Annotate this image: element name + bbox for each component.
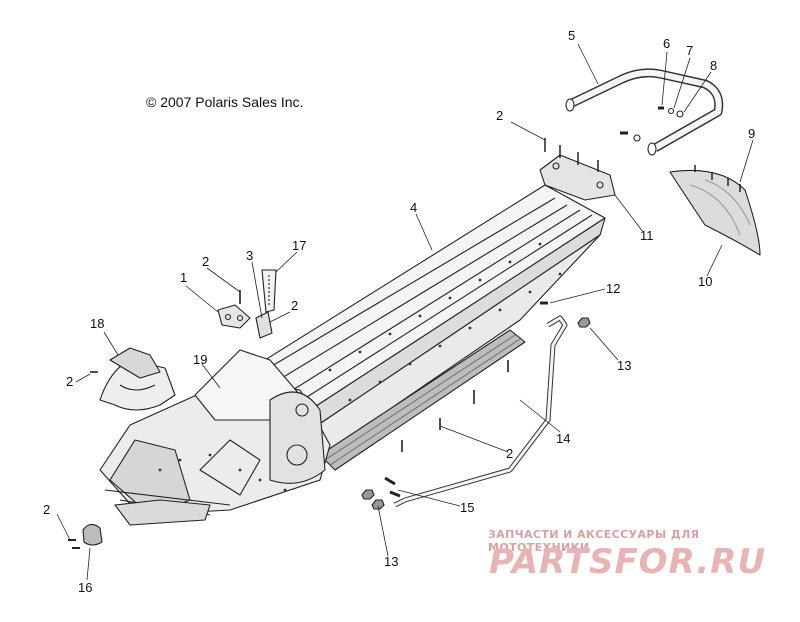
callout-17: 17 [292,238,306,253]
callout-19: 19 [193,352,207,367]
callout-1: 1 [180,270,187,285]
callout-2-d: 2 [496,108,503,123]
part-18-cover [99,347,176,411]
callout-3: 3 [246,248,253,263]
callout-15: 15 [460,500,474,515]
callout-8: 8 [710,58,717,73]
bulkhead-part [99,349,331,516]
callout-5: 5 [568,28,575,43]
callout-14: 14 [556,431,570,446]
callout-9: 9 [748,126,755,141]
callout-16: 16 [78,580,92,595]
callout-10: 10 [698,274,712,289]
callout-2-f: 2 [43,502,50,517]
callout-13-b: 13 [384,554,398,569]
front-bracket-part [114,499,211,526]
callout-2-a: 2 [202,254,209,269]
part-14-step-bar [393,315,568,508]
tunnel-part [224,184,606,471]
callout-18: 18 [90,316,104,331]
callout-2-c: 2 [66,374,73,389]
part-6-7-8-hardware [620,106,684,142]
callout-12: 12 [606,281,620,296]
watermark-logo: PARTSFOR.RU [489,542,767,582]
callout-7: 7 [686,43,693,58]
part-13-nuts [361,317,591,510]
callout-labels: 1 2 3 17 2 18 2 19 4 5 6 7 8 9 10 11 2 1… [43,28,755,595]
part-15-bolt [384,476,401,498]
callout-2-b: 2 [291,298,298,313]
part-5-grab-bar [565,68,724,156]
watermark-caption: ЗАПЧАСТИ И АКСЕССУАРЫ ДЛЯ МОТОТЕХНИКИ [488,528,700,554]
callout-11: 11 [640,228,654,243]
leader-lines [56,43,754,581]
part-10-snowflap [669,165,761,256]
copyright-text: © 2007 Polaris Sales Inc. [146,94,304,110]
part-3-strap [255,269,277,339]
part-2-bolts [90,290,509,452]
callout-6: 6 [663,36,670,51]
callout-2-e: 2 [506,446,513,461]
part-16-bracket [68,523,103,549]
callout-4: 4 [410,200,417,215]
part-1-bracket [217,304,251,329]
callout-13-a: 13 [617,358,631,373]
